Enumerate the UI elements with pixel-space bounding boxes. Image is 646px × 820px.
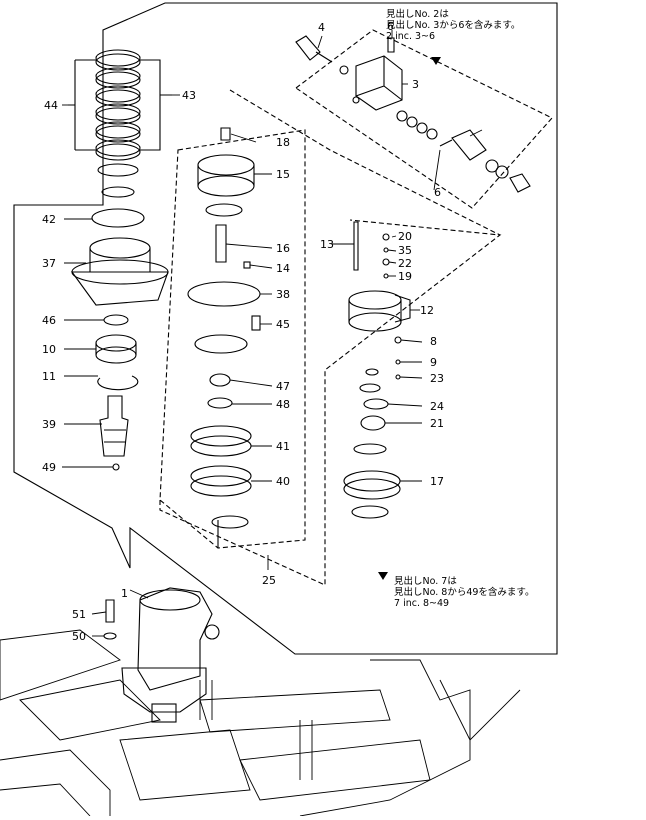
label-40: 40 bbox=[276, 475, 290, 488]
pin-16 bbox=[215, 224, 227, 263]
label-23: 23 bbox=[430, 372, 444, 385]
label-21: 21 bbox=[430, 417, 444, 430]
label-44: 44 bbox=[44, 99, 58, 112]
ring-42 bbox=[91, 208, 145, 228]
plate-38 bbox=[187, 281, 261, 307]
label-47: 47 bbox=[276, 380, 290, 393]
ring-46 bbox=[103, 314, 129, 326]
label-17: 17 bbox=[430, 475, 444, 488]
label-48: 48 bbox=[276, 398, 290, 411]
plate-stack-44 bbox=[95, 49, 141, 177]
housing-37 bbox=[70, 237, 169, 306]
boundary-item-2 bbox=[295, 29, 553, 209]
note-2-line-2: 見出しNo. 3から6を含みます。 bbox=[386, 20, 521, 31]
spring-45 bbox=[251, 315, 261, 331]
arrow-down-icon bbox=[431, 57, 441, 65]
washer-50 bbox=[103, 632, 117, 640]
plug-49 bbox=[112, 463, 120, 471]
plug-18 bbox=[220, 127, 231, 141]
label-25: 25 bbox=[262, 574, 276, 587]
label-14: 14 bbox=[276, 262, 290, 275]
label-39: 39 bbox=[42, 418, 56, 431]
label-12: 12 bbox=[420, 304, 434, 317]
note-7-line-2: 見出しNo. 8から49を含みます。 bbox=[394, 587, 535, 598]
label-4: 4 bbox=[318, 21, 325, 34]
note-2-line-3: 2 inc. 3~6 bbox=[386, 31, 436, 42]
note-7-line-3: 7 inc. 8~49 bbox=[394, 598, 450, 609]
note-7-line-1: 見出しNo. 7は bbox=[394, 576, 457, 587]
note-item-2: 見出しNo. 2は 見出しNo. 3から6を含みます。 2 inc. 3~6 bbox=[386, 9, 520, 42]
o-ring-center bbox=[205, 203, 243, 217]
snap-ring-11 bbox=[97, 375, 139, 391]
label-24: 24 bbox=[430, 400, 444, 413]
note-item-7: 見出しNo. 7は 見出しNo. 8から49を含みます。 7 inc. 8~49 bbox=[394, 576, 534, 609]
label-43: 43 bbox=[182, 89, 196, 102]
bushing-21 bbox=[360, 415, 386, 431]
note-2-line-1: 見出しNo. 2は bbox=[386, 9, 449, 20]
label-6: 6 bbox=[387, 20, 394, 33]
label-20: 20 bbox=[398, 230, 412, 243]
label-41: 41 bbox=[276, 440, 290, 453]
ring-48 bbox=[207, 397, 233, 409]
arrow-down-icon-2 bbox=[378, 572, 388, 580]
label-45: 45 bbox=[276, 318, 290, 331]
label-3: 3 bbox=[412, 78, 419, 91]
label-15: 15 bbox=[276, 168, 290, 181]
bearing-47 bbox=[209, 373, 231, 387]
callout-labels: 1 3 4 6 6 8 9 10 11 12 13 14 15 16 17 18… bbox=[42, 20, 444, 643]
bolt-14 bbox=[243, 261, 251, 269]
label-19: 19 bbox=[398, 270, 412, 283]
label-11: 11 bbox=[42, 370, 56, 383]
label-18: 18 bbox=[276, 136, 290, 149]
seal-24 bbox=[363, 398, 389, 410]
label-9: 9 bbox=[430, 356, 437, 369]
label-8: 8 bbox=[430, 335, 437, 348]
boundary-item-7 bbox=[13, 2, 558, 655]
ring-41 bbox=[190, 425, 252, 457]
bolt-51 bbox=[105, 599, 115, 623]
block-3 bbox=[355, 55, 403, 111]
ring-40 bbox=[190, 465, 252, 497]
label-49: 49 bbox=[42, 461, 56, 474]
motor-assembly-1 bbox=[121, 587, 220, 723]
boundary-item-25 bbox=[159, 129, 306, 549]
bearing-10 bbox=[95, 334, 137, 364]
o-ring bbox=[101, 186, 135, 198]
valve-5 bbox=[439, 129, 487, 161]
body-12 bbox=[348, 290, 411, 332]
shaft-39 bbox=[99, 395, 129, 457]
cover-15 bbox=[197, 154, 255, 197]
plate-17 bbox=[343, 470, 401, 500]
cap bbox=[509, 173, 531, 193]
label-42: 42 bbox=[42, 213, 56, 226]
label-37: 37 bbox=[42, 257, 56, 270]
label-1: 1 bbox=[121, 587, 128, 600]
bolt-13 bbox=[353, 221, 359, 271]
label-13: 13 bbox=[320, 238, 334, 251]
label-6b: 6 bbox=[434, 186, 441, 199]
label-51: 51 bbox=[72, 608, 86, 621]
o-ring-large bbox=[194, 334, 248, 354]
label-10: 10 bbox=[42, 343, 56, 356]
label-16: 16 bbox=[276, 242, 290, 255]
label-38: 38 bbox=[276, 288, 290, 301]
plug-8 bbox=[394, 336, 402, 344]
label-35: 35 bbox=[398, 244, 412, 257]
label-50: 50 bbox=[72, 630, 86, 643]
machine-frame bbox=[0, 629, 521, 817]
valve-4 bbox=[295, 35, 333, 63]
label-22: 22 bbox=[398, 257, 412, 270]
label-46: 46 bbox=[42, 314, 56, 327]
